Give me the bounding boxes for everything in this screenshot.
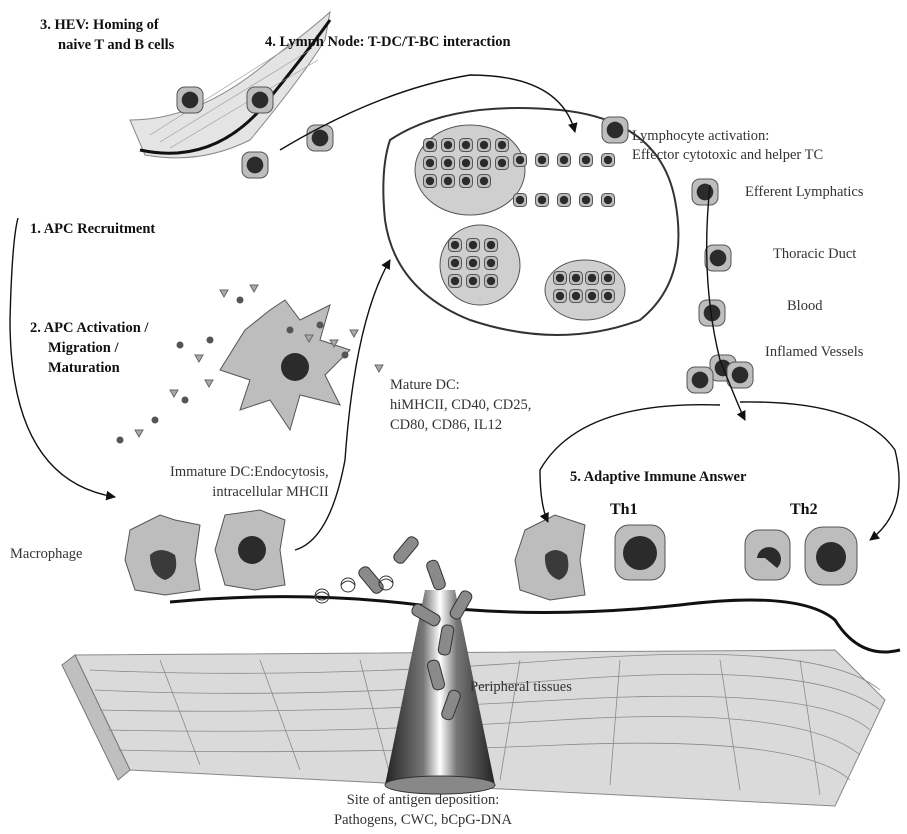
lymph-node-cell-nucleus xyxy=(480,141,488,149)
mature-dc-cell xyxy=(215,510,285,590)
lymph-node-cell-nucleus xyxy=(588,292,596,300)
th2-label: Th2 xyxy=(790,500,818,519)
lymph-node-cell-nucleus xyxy=(487,259,495,267)
immature-dc-cell xyxy=(220,300,350,430)
lymph-node-cell-nucleus xyxy=(556,292,564,300)
lymphocyte-nucleus xyxy=(182,92,199,109)
lymph-node-cell-nucleus xyxy=(538,156,546,164)
lymphocyte-nucleus xyxy=(312,130,329,147)
peripheral-tissues-label: Peripheral tissues xyxy=(470,678,572,697)
lymph-node-cell-nucleus xyxy=(498,141,506,149)
inflamed-vessels-label: Inflamed Vessels xyxy=(765,343,863,362)
th2-cells xyxy=(745,527,857,585)
antigen-particle xyxy=(205,380,213,387)
step-apc-recruitment-label: 1. APC Recruitment xyxy=(30,220,155,239)
step-apc-activation-label: 2. APC Activation / Migration / Maturati… xyxy=(30,318,148,378)
lymph-node-cell-nucleus xyxy=(556,274,564,282)
antigen-particle xyxy=(152,417,159,424)
antigen-particle xyxy=(237,297,244,304)
lymph-node-cell-nucleus xyxy=(487,241,495,249)
lymph-node-cell-nucleus xyxy=(560,156,568,164)
arrow-to-lymph-node xyxy=(295,260,390,550)
lymph-node-cell-nucleus xyxy=(451,277,459,285)
lymph-node-cell-nucleus xyxy=(462,177,470,185)
lymphocyte-nucleus xyxy=(732,367,749,384)
antigen-particle xyxy=(182,397,189,404)
efferent-lymphatics-label: Efferent Lymphatics xyxy=(745,183,864,202)
lymph-node-cell-nucleus xyxy=(480,159,488,167)
lymph-node-cell-nucleus xyxy=(498,159,506,167)
th1-cell xyxy=(615,525,665,580)
step-adaptive-label: 5. Adaptive Immune Answer xyxy=(570,468,746,487)
th1-label: Th1 xyxy=(610,500,638,519)
antigen-particle xyxy=(220,290,228,297)
lymph-node-cell-nucleus xyxy=(451,241,459,249)
lymph-node-cell-nucleus xyxy=(604,156,612,164)
antigen-particle xyxy=(317,322,324,329)
macrophage-cell xyxy=(125,515,200,595)
lymph-node-cell-nucleus xyxy=(582,196,590,204)
lymph-node-cell-nucleus xyxy=(560,196,568,204)
lymph-node-cell-nucleus xyxy=(480,177,488,185)
lymph-node-cell-nucleus xyxy=(516,156,524,164)
arrow-to-tissue-right xyxy=(740,402,899,540)
antigen-particle xyxy=(342,352,349,359)
lymph-node-cell-nucleus xyxy=(462,141,470,149)
antigen-particle xyxy=(287,327,294,334)
lymph-node-cell-nucleus xyxy=(444,177,452,185)
immature-dc-label: Immature DC:Endocytosis, intracellular M… xyxy=(170,462,329,502)
lymph-node-cell-nucleus xyxy=(604,196,612,204)
mature-dc-label: Mature DC: hiMHCII, CD40, CD25, CD80, CD… xyxy=(390,375,531,435)
lymph-node-cell-nucleus xyxy=(444,159,452,167)
lymph-node-cell-nucleus xyxy=(604,292,612,300)
lymph-node-cell-nucleus xyxy=(469,241,477,249)
lymphocyte-nucleus xyxy=(607,122,624,139)
lymph-node-cell-nucleus xyxy=(572,292,580,300)
lymphocyte-nucleus xyxy=(252,92,269,109)
lymph-node-cell-nucleus xyxy=(604,274,612,282)
lymph-node-cell-nucleus xyxy=(572,274,580,282)
lymphocyte-nucleus xyxy=(692,372,709,389)
macrophage-label: Macrophage xyxy=(10,545,82,564)
lymph-node-cell-nucleus xyxy=(469,277,477,285)
step-hev-label: 3. HEV: Homing of naive T and B cells xyxy=(40,15,174,55)
lymph-node-cell-nucleus xyxy=(588,274,596,282)
antigen-site-label: Site of antigen deposition: Pathogens, C… xyxy=(334,790,512,830)
lymph-node-cell-nucleus xyxy=(426,159,434,167)
lymph-node-cell-nucleus xyxy=(469,259,477,267)
antigen-particle xyxy=(177,342,184,349)
antigen-particle xyxy=(117,437,124,444)
antigen-particle xyxy=(170,390,178,397)
thoracic-duct-label: Thoracic Duct xyxy=(773,245,856,264)
lymph-node-cell-nucleus xyxy=(516,196,524,204)
lymph-node-cell-nucleus xyxy=(426,177,434,185)
antigen-particle xyxy=(195,355,203,362)
epithelium-line xyxy=(170,597,900,652)
lymphocyte-nucleus xyxy=(247,157,264,174)
lymph-node-cell-nucleus xyxy=(444,141,452,149)
lymphocyte-nucleus xyxy=(697,184,714,201)
lymphocyte-activation-label: Lymphocyte activation: Effector cytotoxi… xyxy=(632,127,823,165)
antigen-particle xyxy=(350,330,358,337)
lymph-node-cell-nucleus xyxy=(462,159,470,167)
lymph-node-cell-nucleus xyxy=(426,141,434,149)
antigen-particle xyxy=(207,337,214,344)
effector-macrophage xyxy=(515,515,585,600)
antigen-particle xyxy=(375,365,383,372)
lymph-node-cell-nucleus xyxy=(538,196,546,204)
step-lymph-node-label: 4. Lymph Node: T-DC/T-BC interaction xyxy=(265,33,511,52)
antigen-particle xyxy=(250,285,258,292)
lymph-node-cell-nucleus xyxy=(582,156,590,164)
lymph-node-cell-nucleus xyxy=(487,277,495,285)
lymph-node-cell-nucleus xyxy=(451,259,459,267)
blood-label: Blood xyxy=(787,297,822,316)
antigen-particle xyxy=(135,430,143,437)
lymphocyte-nucleus xyxy=(710,250,727,267)
